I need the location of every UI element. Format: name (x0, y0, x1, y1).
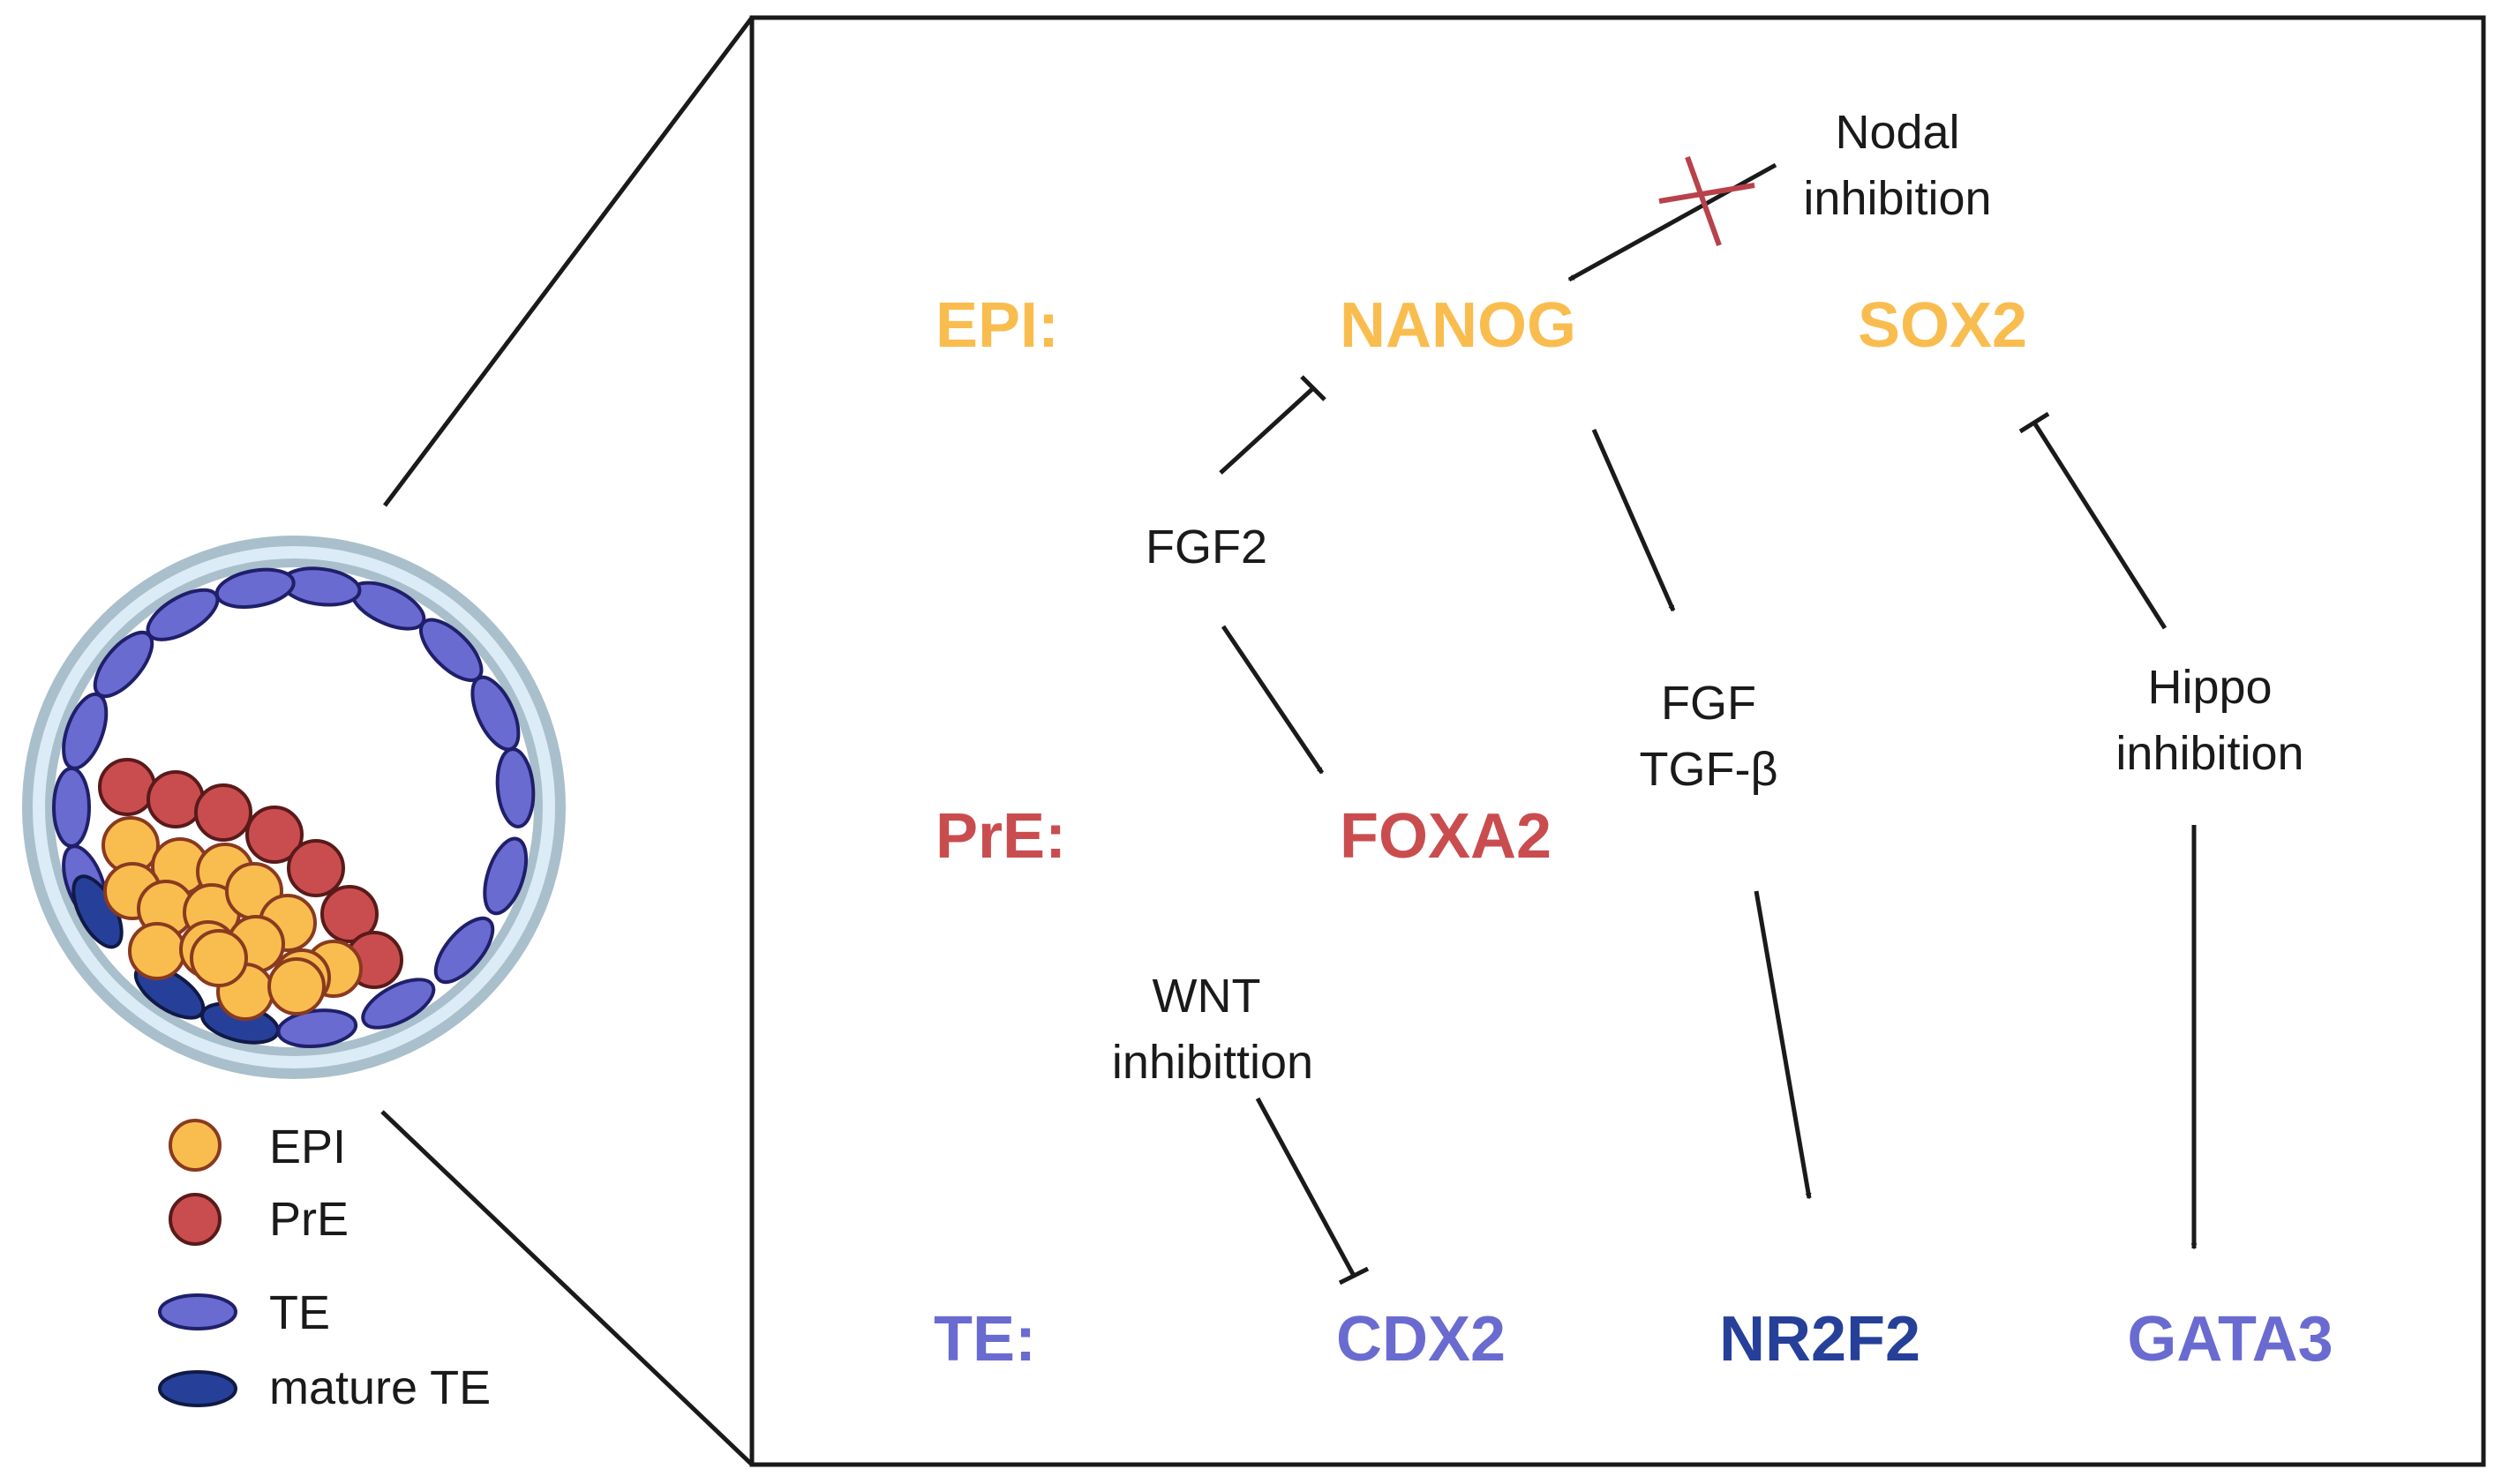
te-cell (483, 836, 529, 916)
pre-cell (245, 806, 304, 864)
pre-cell (287, 839, 345, 897)
zoom-line-bottom (380, 1110, 754, 1466)
legend: EPI PrE TE mature TE (158, 1119, 491, 1414)
arrow-fgf2-to-foxa2 (1221, 625, 1325, 775)
signal-hippo-line2: inhibition (2115, 727, 2303, 780)
inner-cell-mass (98, 758, 403, 1021)
te-cell-ring (52, 566, 536, 1049)
inhibit-fgf2-nanog (1219, 375, 1326, 475)
arrow-nanog-to-fgf (1591, 428, 1676, 612)
inhibit-fgf2-nanog-shaft (1219, 386, 1315, 475)
signal-nodal-line1: Nodal (1835, 106, 1959, 159)
legend-epi-marker (169, 1119, 222, 1172)
legend-mature-te-label: mature TE (269, 1361, 491, 1414)
inhibit-wnt-cdx2-shaft (1255, 1097, 1356, 1278)
signal-fgf2: FGF2 (1146, 521, 1267, 573)
inhibit-wnt-cdx2 (1255, 1097, 1370, 1285)
te-cell (52, 767, 91, 848)
signal-wnt-line1: WNT (1153, 970, 1261, 1023)
zoom-line-top (383, 16, 754, 507)
epi-cell (267, 957, 326, 1016)
inhibit-hippo-sox2 (2018, 411, 2168, 630)
cross-stroke-1 (1658, 183, 1755, 204)
signal-hippo-line1: Hippo (2147, 661, 2272, 714)
te-cell (361, 978, 436, 1030)
gene-cdx2: CDX2 (1336, 1304, 1506, 1375)
pre-cell (194, 783, 252, 842)
epi-cell (128, 922, 186, 980)
gene-foxa2: FOXA2 (1340, 801, 1552, 872)
gene-nanog: NANOG (1340, 290, 1576, 361)
inhibit-wnt-cdx2-bar (1338, 1266, 1370, 1285)
inhibit-hippo-sox2-bar (2018, 411, 2050, 434)
legend-mature-te-marker (158, 1370, 237, 1407)
gene-gata3: GATA3 (2127, 1304, 2333, 1375)
cross-stroke-2 (1685, 155, 1722, 247)
nodal-inhibition-cross-icon (1658, 155, 1755, 247)
legend-epi-label: EPI (269, 1120, 346, 1173)
row-label-pre: PrE: (935, 801, 1066, 872)
inhibit-fgf2-nanog-bar (1300, 375, 1326, 401)
pre-cell (98, 758, 156, 816)
legend-te-label: TE (269, 1286, 330, 1339)
legend-pre-label: PrE (269, 1193, 349, 1246)
row-label-epi: EPI: (935, 290, 1059, 361)
gene-sox2: SOX2 (1858, 290, 2027, 361)
gene-nr2f2: NR2F2 (1719, 1304, 1920, 1375)
legend-te-marker (158, 1293, 237, 1330)
legend-pre-marker (169, 1193, 222, 1246)
arrow-nodal-to-nanog (1567, 162, 1777, 282)
blastocyst (22, 536, 566, 1079)
te-cell (276, 1008, 358, 1049)
epi-cell (190, 929, 248, 987)
row-label-te: TE: (934, 1304, 1036, 1375)
te-cell (433, 916, 495, 985)
signal-wnt-line2: inhibittion (1112, 1036, 1313, 1089)
arrow-fgf-to-nr2f2 (1754, 890, 1812, 1200)
pre-cell (320, 885, 379, 943)
signal-tgf-line2: TGF-β (1639, 743, 1777, 796)
signal-nodal-line2: inhibition (1803, 172, 1991, 225)
inhibit-hippo-sox2-shaft (2032, 421, 2168, 630)
signal-fgf-line1: FGF (1661, 677, 1756, 730)
